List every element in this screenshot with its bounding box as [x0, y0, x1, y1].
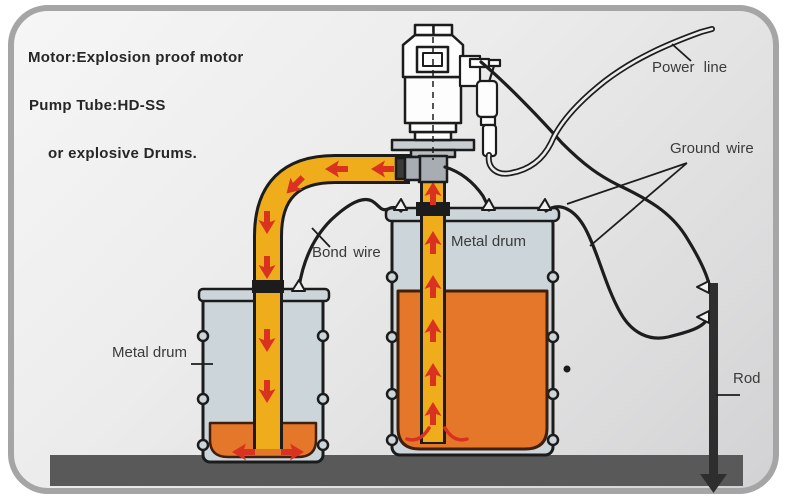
rod-tip: [700, 474, 727, 493]
ground-wire-pointer: [566, 162, 688, 247]
drum-rib: [196, 329, 210, 343]
info-line-drums: or explosive Drums.: [48, 145, 198, 162]
wire-clamps: [291, 198, 710, 324]
flow-arrows: [232, 160, 469, 461]
handle-joint: [479, 115, 497, 127]
suction-flow-curves: [405, 426, 469, 442]
clamp: [696, 280, 710, 294]
drum-rib: [546, 433, 560, 447]
floor: [50, 455, 743, 486]
drum-ground-wire: [544, 205, 710, 340]
handle-grip: [475, 79, 499, 119]
drum-rib: [316, 329, 330, 343]
motor-switch-handle: [458, 54, 502, 158]
pointer-lines: [191, 43, 740, 396]
power-line-label: Power line: [652, 59, 728, 76]
bond-wire-label: Bond wire: [312, 244, 381, 261]
switch-lever-pin: [487, 58, 502, 68]
drum-rib: [385, 270, 399, 284]
metal-drum-left-label: Metal drum: [112, 344, 188, 361]
left-drum-bung: [252, 280, 284, 293]
bond-wire: [297, 198, 403, 289]
drum-rib: [546, 387, 560, 401]
info-line-motor: Motor:Explosion proof motor: [28, 49, 244, 66]
dot-mark: [563, 365, 571, 373]
right-drum-bung: [416, 202, 450, 216]
pump-motor: [390, 23, 476, 184]
drum-rib: [316, 392, 330, 406]
power-line-cable: [485, 26, 715, 177]
clamp: [537, 198, 552, 211]
power-line-pointer: [671, 43, 692, 62]
drum-rib: [385, 387, 399, 401]
drum-rib: [196, 438, 210, 452]
right-drum-rim: [384, 206, 561, 223]
handle-strap: [487, 65, 496, 83]
bond-wire-pointer: [311, 227, 331, 248]
ground-wire-label: Ground wire: [670, 140, 754, 157]
handle-wand: [481, 123, 498, 158]
clamp: [393, 198, 408, 211]
clamp: [291, 279, 306, 292]
drum-rib: [385, 433, 399, 447]
hose-coupling-ring: [394, 156, 407, 181]
drum-rib: [546, 270, 560, 284]
grounding-rod: [700, 283, 727, 493]
pump-bond-wire: [443, 165, 491, 212]
info-line-pump-tube: Pump Tube:HD-SS: [29, 97, 166, 114]
motor-ground-wire: [479, 60, 711, 286]
drum-rib: [385, 330, 399, 344]
rod-shaft: [709, 283, 718, 477]
hose-coupling: [403, 155, 422, 182]
clamp: [696, 310, 710, 324]
drum-rib: [196, 392, 210, 406]
rod-label: Rod: [733, 370, 761, 387]
drum-rib: [316, 438, 330, 452]
metal-drum-right-label: Metal drum: [451, 233, 527, 250]
drum-rib: [546, 330, 560, 344]
clamp: [481, 198, 496, 211]
